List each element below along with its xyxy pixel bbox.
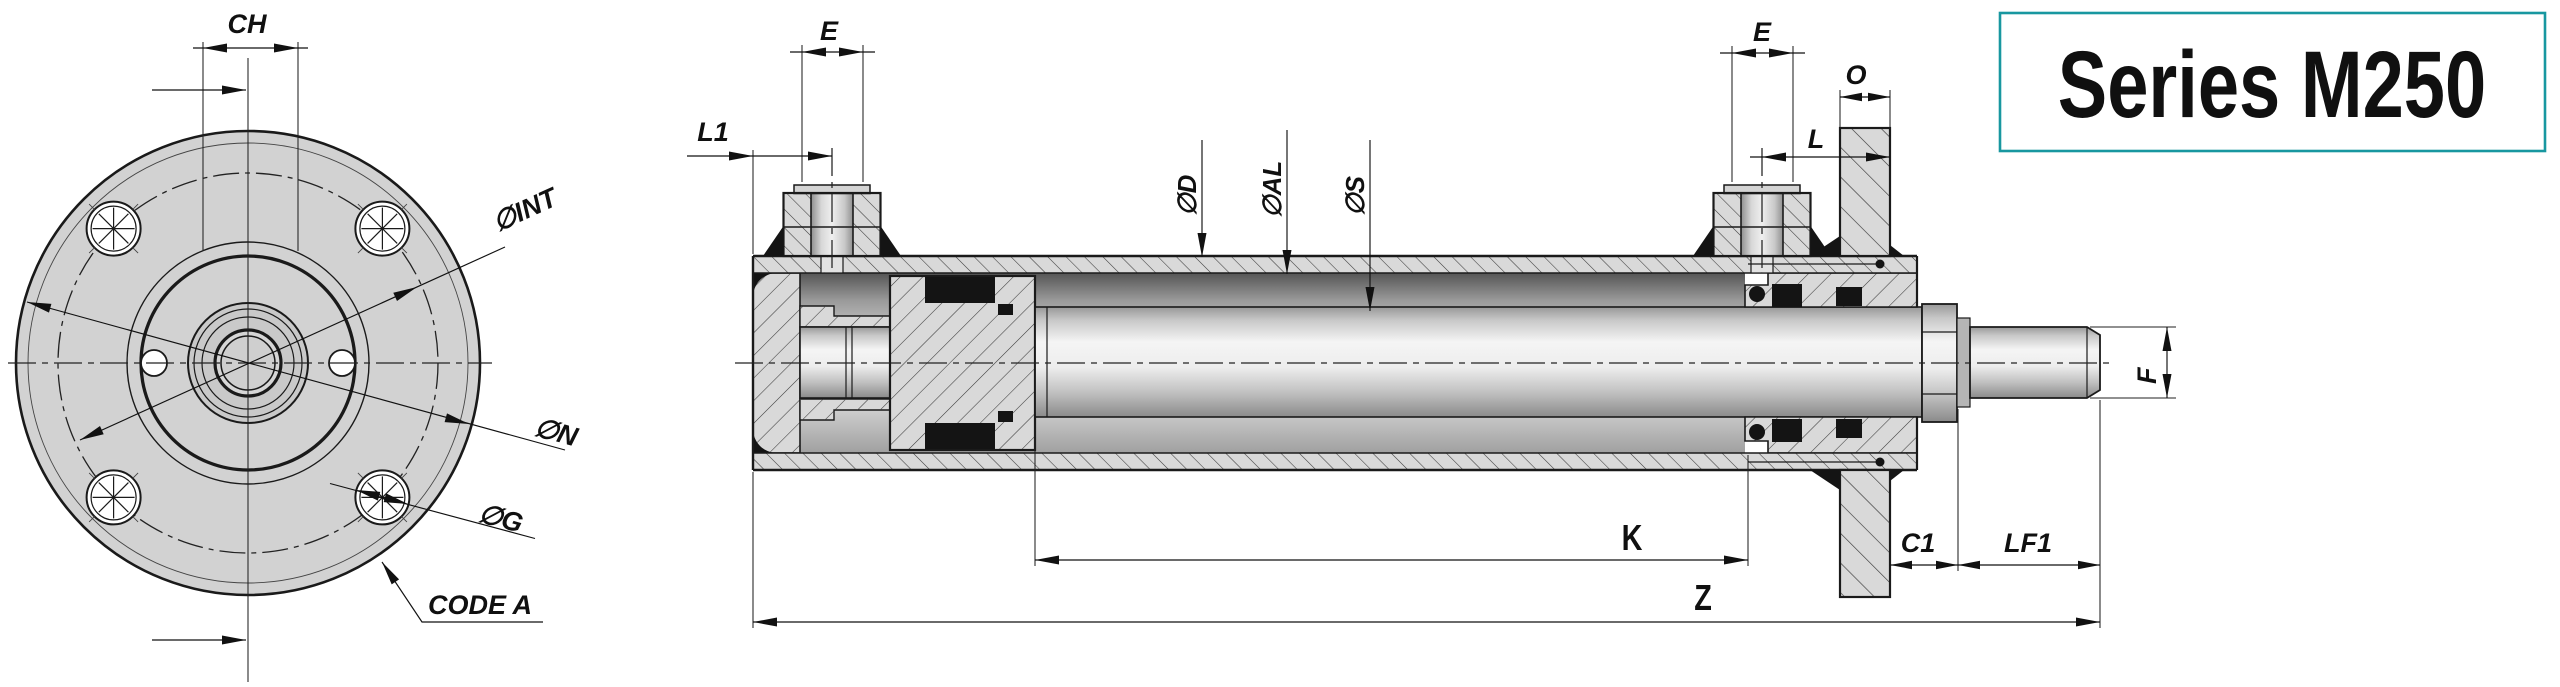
hydraulic-port-rear (761, 146, 903, 270)
piston-seal (925, 423, 995, 449)
cylinder-tube (751, 254, 1919, 472)
label-dia-n: ∅N (531, 412, 581, 452)
rod-gland (1744, 272, 1918, 454)
dimensions: CH ∅INT ∅N ∅G CODE A E E (26, 9, 2176, 645)
front-view-flange (8, 58, 492, 682)
bolt-hole (85, 469, 142, 526)
weld-fillet (1810, 236, 1840, 256)
bolt-hole (354, 200, 411, 257)
dia-int-line (79, 246, 506, 441)
label-dia-g: ∅G (475, 498, 526, 539)
series-title: Series M250 (2058, 32, 2486, 138)
label-k: K (1622, 517, 1643, 558)
label-l: L (1808, 124, 1825, 154)
side-view-cylinder (735, 126, 2115, 599)
o-ring-section (753, 429, 777, 453)
dia-n-line (26, 301, 566, 451)
wiper-seal (1836, 287, 1862, 306)
label-dia-d: ∅D (1172, 174, 1202, 216)
label-e-left: E (820, 16, 839, 46)
rod-seal (1772, 419, 1802, 442)
label-l1: L1 (697, 117, 729, 147)
label-lf1: LF1 (2004, 528, 2052, 558)
o-ring-section (753, 273, 777, 297)
wiper-seal (1836, 419, 1862, 438)
label-ch: CH (228, 9, 267, 39)
bolt-hole (85, 200, 142, 257)
label-dia-int: ∅INT (488, 181, 564, 237)
label-o: O (1845, 60, 1866, 90)
label-dia-al: ∅AL (1257, 161, 1287, 218)
label-e-right: E (1753, 17, 1772, 47)
label-c1: C1 (1901, 528, 1936, 558)
piston-seal (925, 277, 995, 303)
label-code-a: CODE A (428, 590, 532, 620)
series-title-border (1998, 11, 2547, 153)
code-a-leader (381, 561, 543, 623)
flange-plate (1810, 126, 1904, 599)
piston-rod (1034, 306, 1923, 418)
rod-seal (1772, 284, 1802, 307)
piston (888, 274, 1037, 452)
weld-fillet (1810, 470, 1840, 490)
label-f: F (2132, 366, 2162, 384)
title-box: Series M250 (1998, 11, 2547, 153)
label-dia-s: ∅S (1340, 175, 1370, 216)
hydraulic-port-front (1691, 146, 1833, 270)
label-z: Z (1694, 577, 1712, 618)
